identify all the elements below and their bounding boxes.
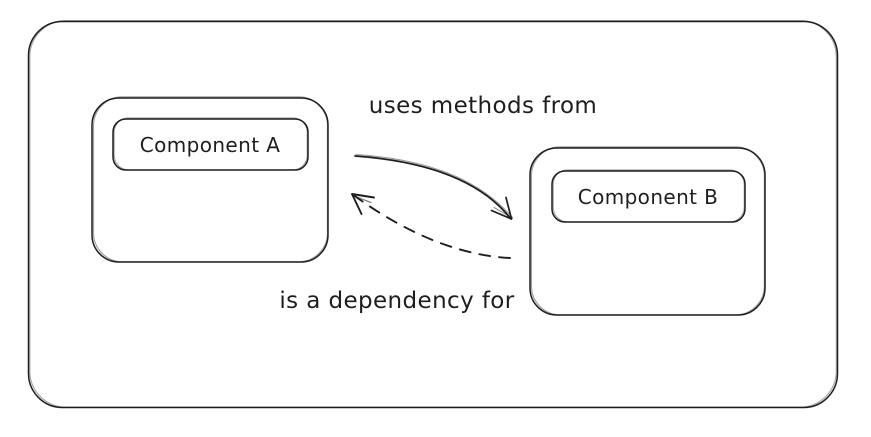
component-b-label: Component B [577, 185, 719, 209]
component-b-box [529, 146, 766, 316]
component-a-box [91, 96, 329, 263]
component-a-label: Component A [139, 133, 281, 157]
component-b-title-box [551, 169, 746, 223]
edge-label-uses-methods-from: uses methods from [368, 93, 598, 119]
dashed-arrow-dependency [351, 193, 511, 259]
edge-label-is-a-dependency-for: is a dependency for [279, 288, 515, 314]
outer-frame [27, 20, 839, 409]
solid-arrow-uses-methods [354, 154, 514, 220]
component-a-title-box [112, 117, 309, 171]
